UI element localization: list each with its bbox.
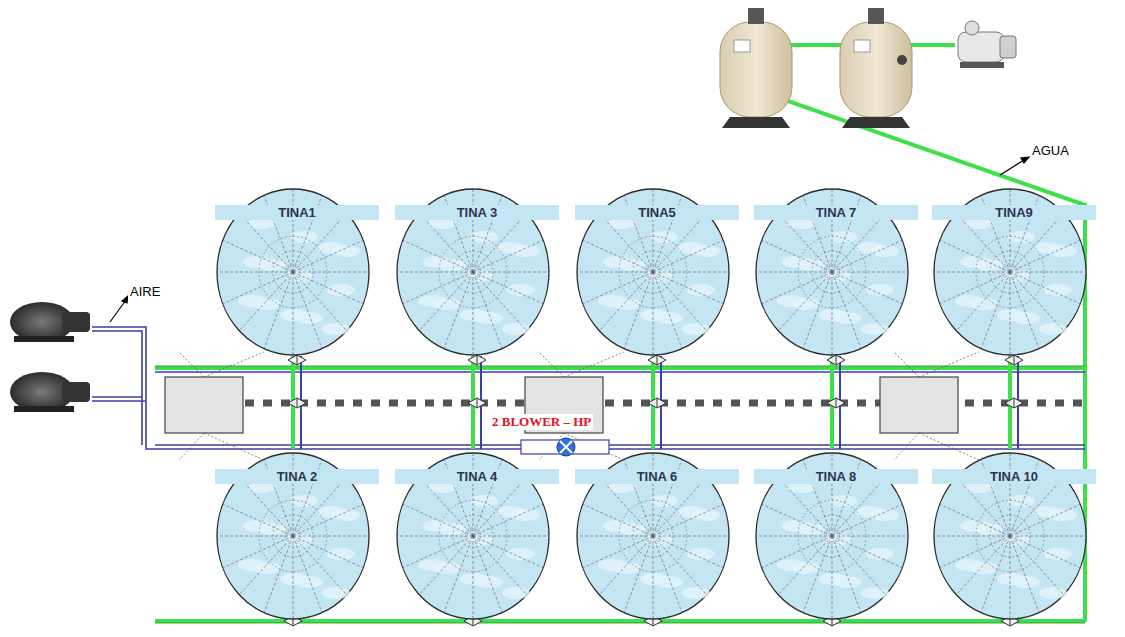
air-label: AIRE bbox=[128, 284, 162, 299]
valve-symbol bbox=[827, 355, 845, 365]
guide-line bbox=[179, 433, 204, 460]
blower-note: 2 BLOWER – HP bbox=[490, 414, 593, 430]
air-blower bbox=[10, 302, 90, 412]
air-pipe bbox=[92, 327, 1085, 449]
tank-label: TINA9 bbox=[932, 205, 1096, 220]
tank-circle: TINA5 bbox=[575, 187, 731, 357]
water-pipe-edge bbox=[155, 366, 1085, 623]
tank-circle: TINA 10 bbox=[932, 451, 1088, 621]
tank-label: TINA 8 bbox=[754, 469, 918, 484]
guide-line bbox=[204, 433, 264, 460]
tank-circle: TINA9 bbox=[932, 187, 1088, 357]
tank-label: TINA1 bbox=[215, 205, 379, 220]
valve-symbol bbox=[1005, 398, 1023, 408]
guide-line bbox=[179, 352, 204, 377]
valve-symbol bbox=[827, 398, 845, 408]
valve-symbol bbox=[648, 355, 666, 365]
guide-line bbox=[894, 352, 919, 377]
guide-line bbox=[204, 352, 264, 377]
tank-circle: TINA 4 bbox=[395, 451, 551, 621]
valve-symbol bbox=[1005, 355, 1023, 365]
tank-label: TINA 4 bbox=[395, 469, 559, 484]
valve-symbol bbox=[648, 398, 666, 408]
water-label: AGUA bbox=[1030, 143, 1071, 158]
tank-circle: TINA 3 bbox=[395, 187, 551, 357]
guide-line bbox=[894, 433, 919, 460]
guide-line bbox=[919, 352, 979, 377]
tank-circle: TINA 8 bbox=[754, 451, 910, 621]
guide-line bbox=[539, 352, 564, 377]
tank-circle: TINA 6 bbox=[575, 451, 731, 621]
guide-line bbox=[919, 433, 979, 460]
water-pipe bbox=[155, 45, 1085, 622]
tank-pipe bbox=[293, 356, 1018, 449]
tank-circle: TINA 2 bbox=[215, 451, 371, 621]
valve-symbol bbox=[288, 355, 306, 365]
guide-line bbox=[564, 352, 624, 377]
tank-label: TINA 6 bbox=[575, 469, 739, 484]
blower-valve bbox=[521, 438, 609, 456]
tank-label: TINA 3 bbox=[395, 205, 559, 220]
tank-label: TINA 7 bbox=[754, 205, 918, 220]
valve-symbol bbox=[468, 355, 486, 365]
valve-symbol bbox=[284, 355, 1023, 626]
tank-label: TINA5 bbox=[575, 205, 739, 220]
tank-circle: TINA 7 bbox=[754, 187, 910, 357]
tank-circle: TINA1 bbox=[215, 187, 371, 357]
valve-symbol bbox=[468, 398, 486, 408]
water-pump bbox=[958, 21, 1016, 68]
sand-filter bbox=[720, 8, 912, 128]
tank-label: TINA 2 bbox=[215, 469, 379, 484]
valve-symbol bbox=[288, 398, 306, 408]
tank-label: TINA 10 bbox=[932, 469, 1096, 484]
dotted-guide bbox=[179, 352, 979, 460]
